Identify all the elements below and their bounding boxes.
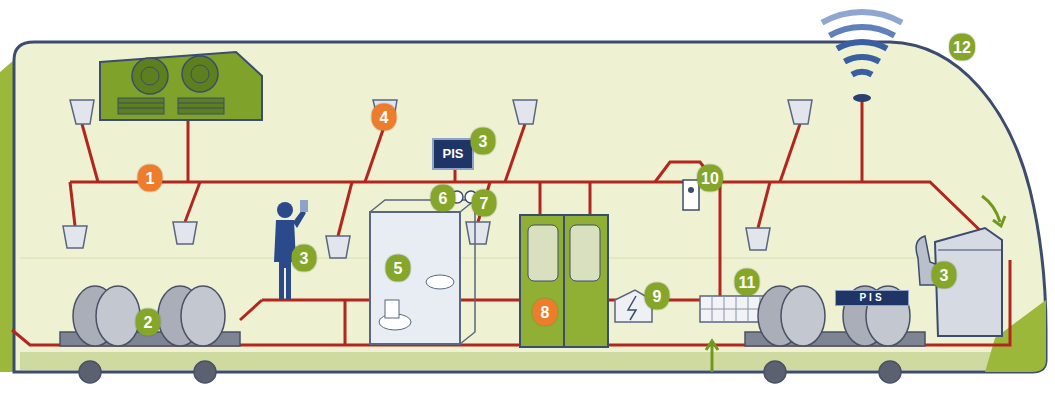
callout-number: 1 (138, 165, 163, 192)
air-conditioning-unit (182, 56, 218, 92)
antenna (822, 12, 902, 102)
loudspeaker (788, 100, 812, 124)
passenger-figure (300, 200, 308, 212)
loudspeaker (513, 100, 537, 124)
callout-number: 2 (136, 309, 161, 336)
wiring (240, 300, 262, 320)
air-conditioning-unit (100, 52, 262, 120)
wiring (589, 182, 592, 215)
wiring (505, 124, 525, 182)
passenger-door (520, 215, 608, 347)
wiring (185, 182, 200, 222)
train-body (0, 60, 14, 372)
air-conditioning-unit (100, 52, 262, 120)
wiring (338, 182, 352, 236)
train-body (0, 42, 1046, 372)
wiring (82, 124, 98, 182)
screen-label: PIS (835, 290, 909, 306)
callout-number: 10 (697, 165, 723, 192)
screen-label: PIS (432, 138, 474, 170)
antenna (830, 27, 895, 36)
bogie (879, 361, 901, 383)
toilet-cabin (370, 200, 475, 344)
wiring (187, 120, 190, 182)
wiring (861, 100, 864, 182)
loudspeaker (173, 222, 197, 244)
wiring (365, 124, 385, 182)
callout-number: 3 (292, 245, 317, 272)
driver-cab (938, 250, 1002, 251)
control-panel (688, 187, 694, 193)
air-conditioning-unit (132, 58, 168, 94)
wiring (454, 170, 457, 182)
bogie (60, 286, 925, 383)
antenna (837, 42, 887, 49)
bogie (194, 361, 216, 383)
antenna (822, 12, 902, 23)
callout-number: 3 (471, 128, 496, 155)
callout-number: 9 (645, 283, 670, 310)
toilet-cabin (426, 275, 454, 289)
wiring (12, 100, 1010, 345)
loudspeaker (63, 226, 87, 248)
loudspeaker (746, 228, 770, 250)
power-supply (628, 296, 636, 320)
air-conditioning-unit (118, 98, 164, 114)
bogie (764, 361, 786, 383)
wiring (460, 299, 520, 302)
passenger-door (520, 215, 608, 347)
callout-number: 8 (533, 299, 558, 326)
control-panel (683, 180, 699, 210)
callout-number: 12 (949, 34, 975, 61)
passenger-door (570, 225, 600, 281)
air-conditioning-unit (141, 67, 159, 85)
toilet-cabin (370, 200, 475, 344)
train-body (20, 257, 1000, 259)
wiring (12, 330, 60, 345)
bogie (781, 286, 825, 346)
callout-number: 4 (372, 104, 397, 131)
air-conditioning-unit (178, 98, 224, 114)
loudspeaker (466, 222, 490, 244)
callout-number: 7 (472, 190, 497, 217)
green-arrow (982, 196, 1000, 222)
passenger-door (528, 225, 558, 281)
green-arrow (706, 341, 718, 350)
callout-number: 11 (735, 269, 760, 296)
bogie (79, 361, 101, 383)
bogie (181, 286, 225, 346)
passenger-figure (277, 202, 293, 218)
callout-number: 5 (386, 255, 411, 282)
antenna (853, 94, 871, 102)
toilet-cabin (385, 300, 399, 318)
loudspeaker (326, 236, 350, 258)
antenna (852, 72, 872, 75)
driver-cab (916, 228, 1002, 336)
bogie (96, 286, 140, 346)
wiring (719, 182, 722, 298)
callout-number: 3 (932, 262, 957, 289)
callout-number: 6 (431, 185, 456, 212)
loudspeaker (70, 100, 94, 124)
green-arrow (993, 216, 1005, 226)
train-body (14, 42, 1046, 372)
toilet-cabin (370, 212, 460, 344)
wiring (344, 300, 347, 345)
passenger-figure (293, 210, 306, 228)
wiring (70, 182, 75, 226)
wiring (780, 124, 800, 182)
wiring (539, 182, 542, 215)
green-arrow (711, 342, 714, 372)
passenger-door (563, 215, 565, 347)
air-conditioning-unit (191, 65, 209, 83)
wiring (262, 299, 370, 302)
antenna (845, 57, 880, 62)
green-arrow (706, 196, 1005, 372)
air-conditioning-unit (118, 103, 224, 108)
wiring (758, 182, 770, 228)
control-panel (683, 180, 699, 210)
